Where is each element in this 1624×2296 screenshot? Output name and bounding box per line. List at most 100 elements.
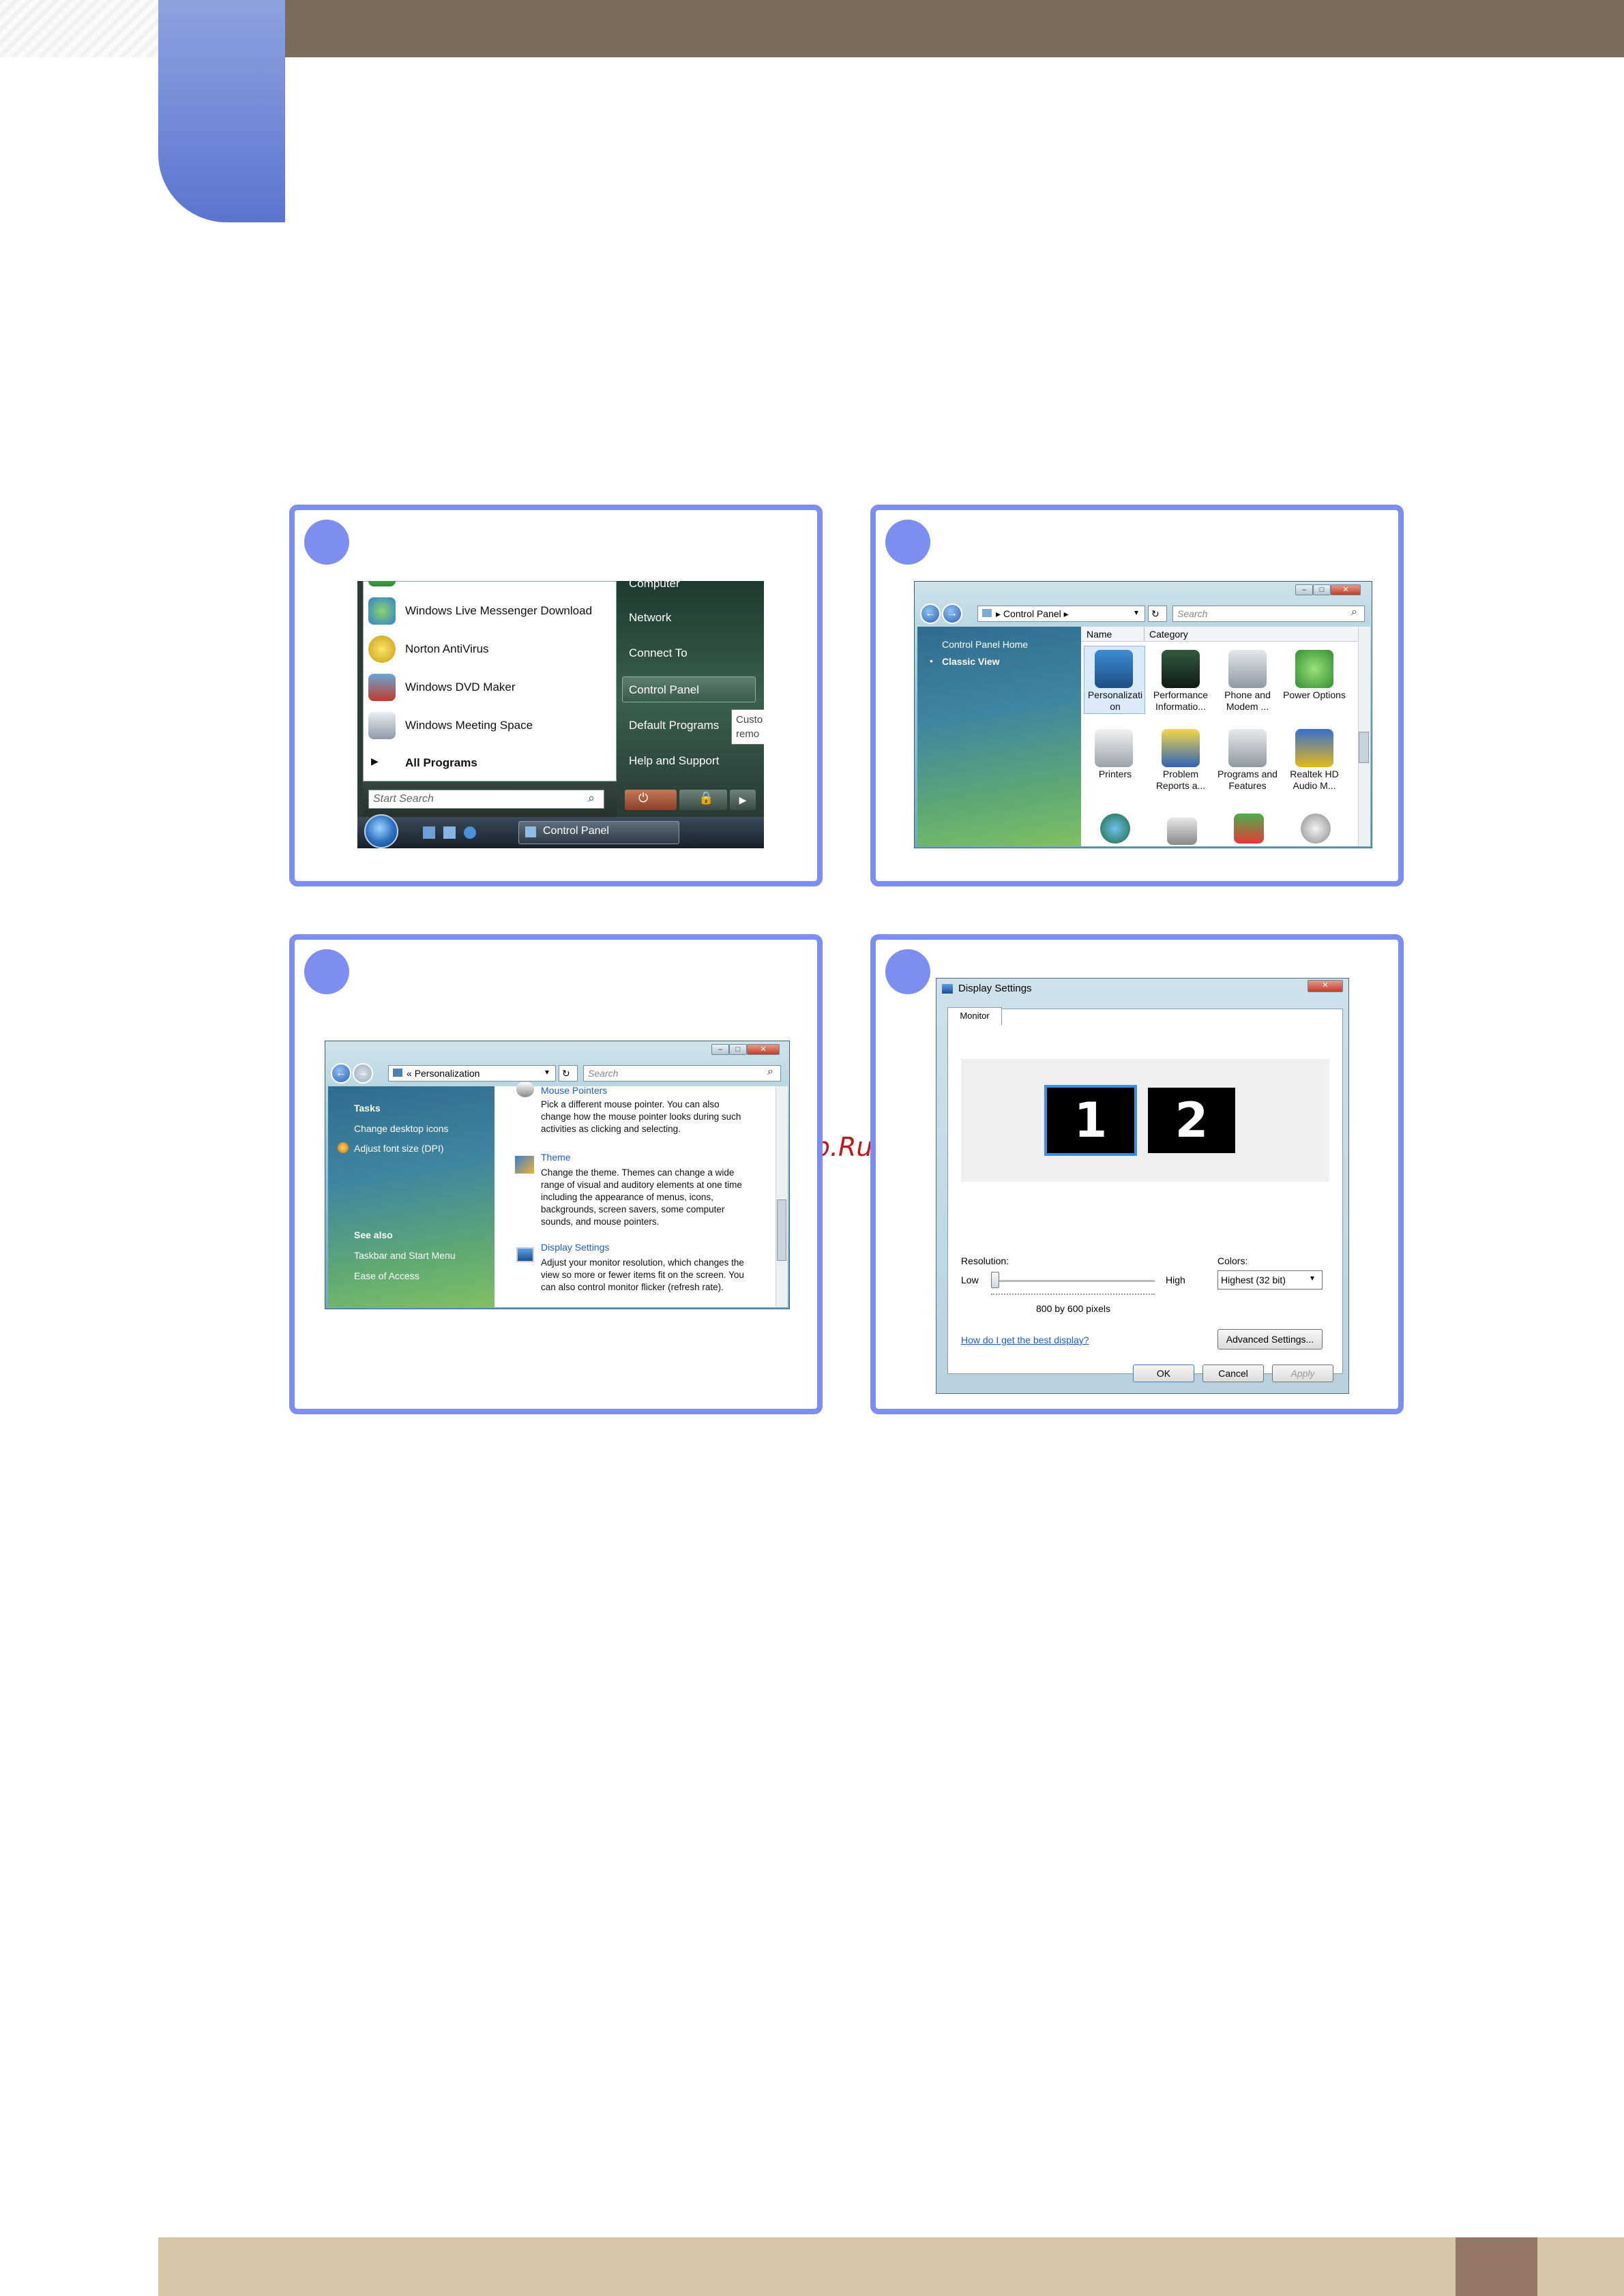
- sidebar: [328, 1086, 494, 1307]
- column-category[interactable]: Category: [1149, 629, 1188, 640]
- back-arrow-icon[interactable]: ←: [331, 1063, 351, 1084]
- forward-arrow-icon[interactable]: →: [942, 603, 962, 624]
- tab-monitor[interactable]: Monitor: [947, 1007, 1002, 1025]
- close-button[interactable]: ✕: [1331, 584, 1361, 595]
- icon-label-realtek-audio[interactable]: Realtek HD Audio M...: [1290, 769, 1339, 791]
- meeting-space-icon: [368, 712, 396, 739]
- icon-label-phone-modem[interactable]: Phone and Modem ...: [1224, 689, 1271, 712]
- icon-label-problem-reports[interactable]: Problem Reports a...: [1155, 769, 1206, 791]
- desc-line: view so more or fewer items fit on the s…: [541, 1270, 744, 1280]
- maximize-button[interactable]: □: [729, 1044, 747, 1055]
- minimize-button[interactable]: –: [1295, 584, 1313, 595]
- show-desktop-icon[interactable]: [423, 826, 435, 839]
- printers-icon[interactable]: [1095, 729, 1133, 767]
- taskbar-control-panel-button[interactable]: [518, 821, 679, 844]
- maximize-button[interactable]: □: [1313, 584, 1331, 595]
- control-panel-highlight: [622, 676, 756, 702]
- item-title-theme[interactable]: Theme: [541, 1152, 571, 1163]
- icon-label-printers[interactable]: Printers: [1098, 769, 1132, 779]
- network-globe-icon[interactable]: [1100, 814, 1130, 844]
- refresh-icon[interactable]: ↻: [1148, 606, 1167, 622]
- performance-icon[interactable]: [1162, 650, 1200, 688]
- colors-select[interactable]: Highest (32 bit): [1217, 1270, 1323, 1289]
- power-options-icon[interactable]: [1295, 650, 1333, 688]
- start-menu-screenshot: Windows Live Messenger Download Norton A…: [357, 581, 764, 848]
- start-menu-control-panel[interactable]: Control Panel: [629, 683, 700, 696]
- header-hatch-decoration: [0, 0, 158, 57]
- shutdown-options-arrow-icon[interactable]: ▶: [730, 790, 756, 810]
- desc-line: including the appearance of menus, icons…: [541, 1192, 713, 1202]
- sidebar-classic-view[interactable]: Classic View: [942, 656, 1000, 667]
- see-also-ease-of-access[interactable]: Ease of Access: [354, 1270, 419, 1281]
- monitor-1[interactable]: 1: [1044, 1085, 1137, 1156]
- start-menu-computer[interactable]: Computer: [629, 581, 680, 590]
- address-dropdown-icon[interactable]: ▾: [1134, 608, 1139, 617]
- task-change-desktop-icons[interactable]: Change desktop icons: [354, 1123, 449, 1134]
- resolution-high-label: High: [1166, 1274, 1185, 1285]
- step-3-panel: – □ ✕ ← → « Personalization ▾ ↻ Search ⌕…: [289, 934, 823, 1414]
- sound-icon[interactable]: [1301, 814, 1331, 844]
- arrow-right-icon: ▶: [371, 756, 379, 766]
- scrollbar-thumb[interactable]: [1359, 732, 1369, 763]
- start-orb-icon[interactable]: [364, 814, 398, 848]
- scanner-icon[interactable]: [1167, 818, 1197, 845]
- close-button[interactable]: ✕: [747, 1044, 780, 1055]
- column-name[interactable]: Name: [1087, 629, 1112, 640]
- start-menu-item-dvd-maker[interactable]: Windows DVD Maker: [405, 681, 516, 694]
- item-title-mouse-pointers[interactable]: Mouse Pointers: [541, 1085, 608, 1096]
- start-menu-item-messenger[interactable]: Windows Live Messenger Download: [405, 604, 593, 617]
- icon-label-programs-features[interactable]: Programs and Features: [1217, 769, 1278, 791]
- scrollbar-thumb[interactable]: [777, 1199, 786, 1261]
- search-input[interactable]: Search: [583, 1065, 781, 1082]
- resolution-slider-thumb[interactable]: [991, 1272, 999, 1288]
- start-menu-item-norton[interactable]: Norton AntiVirus: [405, 642, 489, 655]
- start-menu-help-and-support[interactable]: Help and Support: [629, 754, 720, 767]
- back-arrow-icon[interactable]: ←: [920, 603, 941, 624]
- programs-features-icon[interactable]: [1228, 729, 1267, 767]
- personalization-icon[interactable]: [1095, 650, 1133, 688]
- icon-label-power-options[interactable]: Power Options: [1283, 689, 1346, 700]
- theme-icon: [515, 1156, 534, 1174]
- internet-explorer-icon[interactable]: [464, 826, 476, 839]
- realtek-audio-icon[interactable]: [1295, 729, 1333, 767]
- close-button[interactable]: ✕: [1308, 980, 1343, 992]
- forward-arrow-icon[interactable]: →: [353, 1063, 373, 1084]
- advanced-settings-button[interactable]: Advanced Settings...: [1217, 1329, 1323, 1350]
- security-center-icon[interactable]: [1234, 814, 1264, 844]
- start-menu-network[interactable]: Network: [629, 611, 672, 624]
- apply-button[interactable]: Apply: [1272, 1365, 1333, 1382]
- lock-button[interactable]: [679, 790, 727, 810]
- refresh-icon[interactable]: ↻: [559, 1065, 578, 1082]
- norton-icon: [368, 636, 396, 663]
- resolution-slider-track[interactable]: [991, 1280, 1155, 1282]
- icon-label-performance[interactable]: Performance Informatio...: [1153, 689, 1209, 712]
- control-panel-icon: [982, 609, 992, 617]
- task-adjust-font-size[interactable]: Adjust font size (DPI): [354, 1143, 444, 1154]
- problem-reports-icon[interactable]: [1162, 729, 1200, 767]
- start-menu-connect-to[interactable]: Connect To: [629, 646, 688, 659]
- vertical-scrollbar[interactable]: [776, 1086, 788, 1307]
- address-bar[interactable]: ▸ Control Panel ▸: [977, 606, 1145, 622]
- icon-label-personalization[interactable]: Personalizati on: [1087, 689, 1143, 712]
- start-menu-item-meeting-space[interactable]: Windows Meeting Space: [405, 719, 533, 732]
- phone-modem-icon[interactable]: [1228, 650, 1267, 688]
- start-search-input[interactable]: Start Search: [368, 790, 604, 809]
- search-input[interactable]: Search: [1172, 606, 1365, 622]
- see-also-taskbar[interactable]: Taskbar and Start Menu: [354, 1250, 456, 1261]
- address-dropdown-icon[interactable]: ▾: [545, 1067, 550, 1077]
- display-icon: [942, 984, 953, 994]
- address-bar[interactable]: « Personalization: [388, 1065, 556, 1082]
- sidebar-control-panel-home[interactable]: Control Panel Home: [942, 639, 1029, 650]
- switch-windows-icon[interactable]: [443, 826, 456, 839]
- all-programs-item[interactable]: All Programs: [405, 756, 477, 769]
- monitor-2[interactable]: 2: [1148, 1088, 1235, 1153]
- minimize-button[interactable]: –: [711, 1044, 729, 1055]
- resolution-value: 800 by 600 pixels: [1036, 1303, 1110, 1314]
- power-button[interactable]: [625, 790, 677, 810]
- start-menu-default-programs[interactable]: Default Programs: [629, 719, 720, 732]
- best-display-help-link[interactable]: How do I get the best display?: [961, 1335, 1089, 1345]
- item-title-display-settings[interactable]: Display Settings: [541, 1242, 610, 1253]
- search-icon: ⌕: [1351, 606, 1357, 618]
- cancel-button[interactable]: Cancel: [1202, 1365, 1264, 1382]
- ok-button[interactable]: OK: [1133, 1365, 1194, 1382]
